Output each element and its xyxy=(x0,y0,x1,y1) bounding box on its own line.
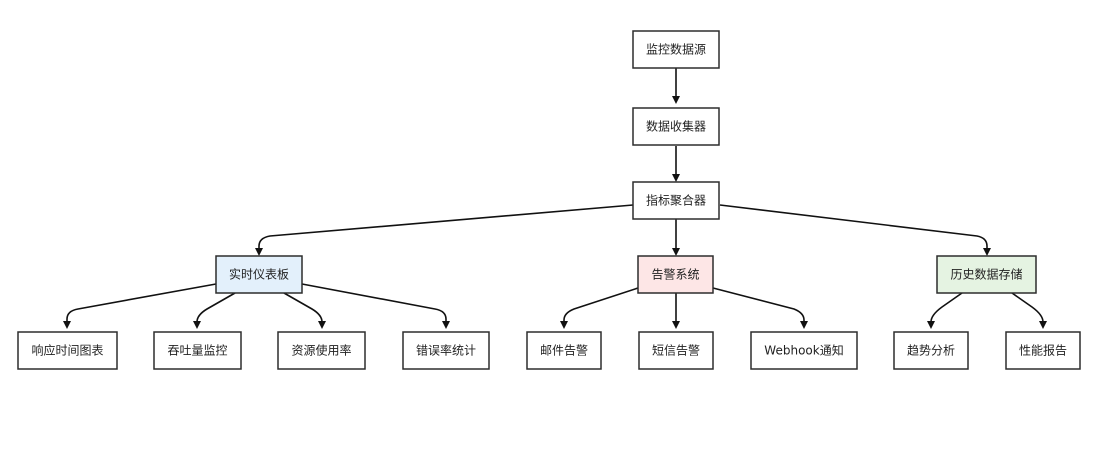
node-label: 性能报告 xyxy=(1019,343,1067,358)
node-monitoring-source: 监控数据源 xyxy=(632,30,720,69)
node-realtime-dashboard: 实时仪表板 xyxy=(215,255,303,294)
node-sms-alert: 短信告警 xyxy=(638,331,714,370)
edge-storage-trend xyxy=(927,292,963,329)
edge-storage-report xyxy=(1011,292,1047,329)
edge-alert-email xyxy=(560,287,639,329)
node-label: 邮件告警 xyxy=(540,343,588,358)
node-label: 指标聚合器 xyxy=(646,193,706,208)
node-email-alert: 邮件告警 xyxy=(526,331,602,370)
node-label: 数据收集器 xyxy=(646,119,706,134)
node-label: Webhook通知 xyxy=(764,344,843,358)
node-label: 错误率统计 xyxy=(416,343,476,358)
node-error-rate: 错误率统计 xyxy=(402,331,490,370)
node-label: 实时仪表板 xyxy=(229,267,289,282)
edge-aggregator-dashboard xyxy=(255,204,634,256)
node-response-time-chart: 响应时间图表 xyxy=(17,331,118,370)
edge-dashboard-error xyxy=(301,283,450,329)
edges xyxy=(63,68,1047,329)
node-throughput-monitor: 吞吐量监控 xyxy=(153,331,242,370)
node-webhook-notify: Webhook通知 xyxy=(750,331,858,370)
node-label: 响应时间图表 xyxy=(31,343,103,358)
node-label: 告警系统 xyxy=(651,267,699,282)
node-resource-usage: 资源使用率 xyxy=(277,331,366,370)
node-alert-system: 告警系统 xyxy=(637,255,714,294)
node-label: 历史数据存储 xyxy=(950,267,1022,282)
node-label: 资源使用率 xyxy=(291,343,351,358)
node-label: 趋势分析 xyxy=(907,344,955,358)
node-metric-aggregator: 指标聚合器 xyxy=(632,181,720,220)
edge-dashboard-resource xyxy=(283,292,326,329)
node-label: 短信告警 xyxy=(652,343,700,358)
edge-alert-webhook xyxy=(712,287,808,329)
node-history-storage: 历史数据存储 xyxy=(936,255,1037,294)
node-data-collector: 数据收集器 xyxy=(632,107,720,146)
edge-dashboard-throughput xyxy=(193,292,236,329)
node-trend-analysis: 趋势分析 xyxy=(893,331,969,370)
edge-dashboard-response xyxy=(63,283,217,329)
node-performance-report: 性能报告 xyxy=(1005,331,1081,370)
edge-aggregator-storage xyxy=(719,204,991,256)
node-label: 监控数据源 xyxy=(646,42,706,57)
node-label: 吞吐量监控 xyxy=(167,344,227,358)
